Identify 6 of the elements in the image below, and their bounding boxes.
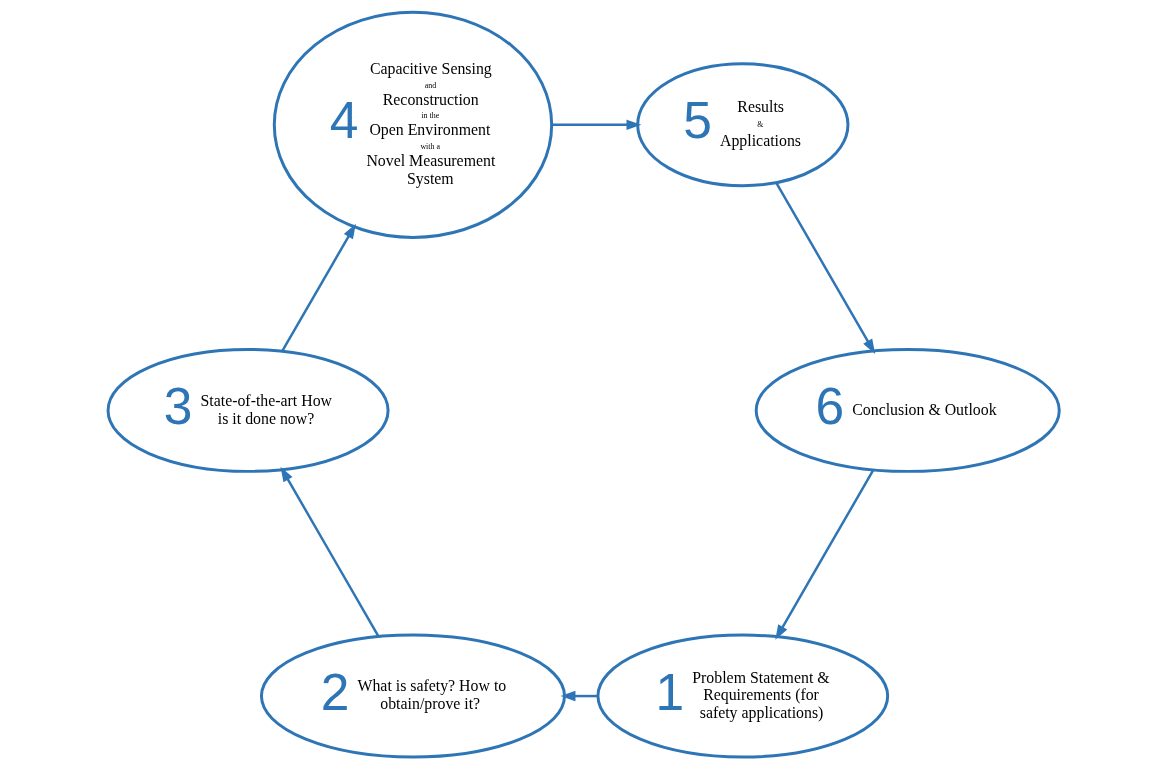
arrow bbox=[560, 690, 598, 702]
arrow bbox=[775, 181, 876, 354]
arrow bbox=[775, 469, 875, 640]
arrow bbox=[281, 223, 356, 352]
arrow bbox=[280, 466, 380, 638]
arrow bbox=[551, 119, 642, 130]
